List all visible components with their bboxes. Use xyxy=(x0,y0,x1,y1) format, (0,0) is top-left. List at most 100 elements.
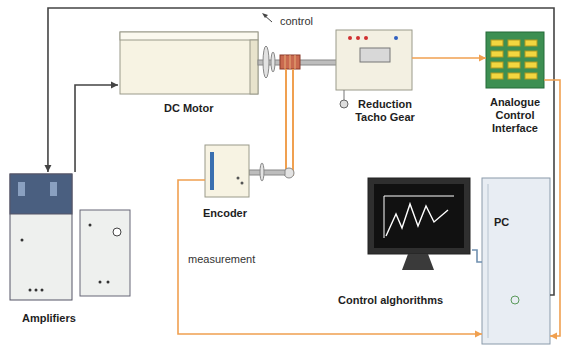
interface-board-part xyxy=(491,73,503,79)
connector xyxy=(178,180,482,338)
amplifier-node: Amplifiers xyxy=(8,172,134,300)
device-label: Reduction Tacho Gear xyxy=(350,98,420,124)
dc-motor-drawing xyxy=(120,32,258,94)
monitor-node: Control alghorithms xyxy=(366,176,472,266)
device-label: Analogue Control Interface xyxy=(484,96,546,135)
pc-node: PC xyxy=(482,178,550,344)
encoder-drawing-part xyxy=(237,177,240,180)
tacho-gear-drawing-part xyxy=(364,36,368,40)
arrow-head xyxy=(44,165,51,172)
amplifier-units-part xyxy=(50,182,57,196)
device-label: Encoder xyxy=(203,207,247,220)
pc-tower-part xyxy=(482,178,550,344)
shaft-and-coupling-part xyxy=(271,52,275,72)
device-label: Amplifiers xyxy=(22,312,76,325)
pc-tower xyxy=(482,178,550,344)
monitor-drawing-part xyxy=(374,184,464,248)
interface-board-part xyxy=(508,40,520,46)
drive-belt-part xyxy=(285,69,287,170)
signal-label: measurement xyxy=(186,253,257,266)
drive-belt xyxy=(249,69,294,181)
connector xyxy=(75,81,118,172)
interface-board-part xyxy=(525,62,537,68)
signal-label: control xyxy=(278,15,315,28)
shaft-and-coupling-part xyxy=(290,55,291,69)
connector-line xyxy=(178,180,482,334)
amplifier-units-part xyxy=(35,289,38,292)
connector-line xyxy=(48,8,554,295)
dc-motor-drawing-part xyxy=(120,32,258,94)
tacho-gear-drawing-part xyxy=(344,90,345,100)
control-leader-part xyxy=(262,13,268,18)
amplifier-units-part xyxy=(80,210,130,296)
connector-line xyxy=(544,80,560,336)
amplifier-units-part xyxy=(41,289,44,292)
amplifier-units-part xyxy=(10,174,72,300)
device-label: DC Motor xyxy=(164,102,214,115)
interface-board-part xyxy=(486,32,544,88)
tacho-node: Reduction Tacho Gear xyxy=(336,30,412,90)
interface-board-part xyxy=(508,73,520,79)
arrow-head xyxy=(550,333,557,340)
tacho-gear-drawing-part xyxy=(348,36,352,40)
encoder-node: Encoder xyxy=(205,145,249,197)
arrow-head xyxy=(479,54,486,61)
amplifier-units-part xyxy=(107,281,110,284)
encoder-drawing xyxy=(205,145,249,197)
tacho-gear-drawing-part xyxy=(336,30,412,90)
shaft-and-coupling-part xyxy=(280,55,300,69)
amplifier-units-part xyxy=(113,228,121,236)
encoder-drawing-part xyxy=(210,152,214,190)
monitor-drawing xyxy=(368,178,470,270)
interface-board-part xyxy=(491,40,503,46)
interface-board-part xyxy=(525,51,537,57)
connector-line xyxy=(472,250,482,262)
device-label: PC xyxy=(494,216,509,229)
tacho-gear-drawing-part xyxy=(394,36,398,40)
device-label: Control alghorithms xyxy=(338,294,443,307)
encoder-drawing-part xyxy=(241,182,244,185)
interface-board-part xyxy=(525,73,537,79)
dc-motor-drawing-part xyxy=(120,32,258,40)
amplifier-units xyxy=(10,174,130,300)
amplifier-units-part xyxy=(10,174,72,214)
shaft-and-coupling-part xyxy=(263,46,269,78)
amplifier-units-part xyxy=(99,281,102,284)
pc-tower-part xyxy=(511,296,519,304)
drive-belt-part xyxy=(292,69,294,176)
amplifier-units-part xyxy=(89,224,92,227)
drive-belt-part xyxy=(249,170,285,175)
shaft-and-coupling xyxy=(258,46,338,78)
tacho-gear-drawing xyxy=(336,30,412,108)
interface-board-part xyxy=(525,40,537,46)
encoder-drawing-part xyxy=(205,145,249,197)
dc-motor-drawing-part xyxy=(250,40,258,94)
pc-tower-part xyxy=(488,184,489,338)
connector xyxy=(544,80,560,340)
connector xyxy=(412,54,486,61)
monitor-drawing-part xyxy=(384,196,454,238)
amplifier-units-part xyxy=(18,182,25,196)
connector-line xyxy=(412,57,486,59)
tacho-gear-drawing-part xyxy=(360,48,390,62)
monitor-drawing-part xyxy=(402,254,434,270)
amplifier-units-part xyxy=(29,289,32,292)
shaft-and-coupling-part xyxy=(295,55,296,69)
control-leader xyxy=(262,13,272,22)
monitor-drawing-part xyxy=(368,178,470,254)
connector xyxy=(44,8,554,295)
arrow-head xyxy=(475,331,482,338)
shaft-and-coupling-part xyxy=(285,55,286,69)
connector-line xyxy=(75,85,118,172)
interface-board xyxy=(486,32,544,88)
connector xyxy=(472,250,482,262)
monitor-drawing-part xyxy=(386,204,448,236)
interface-board-part xyxy=(491,51,503,57)
amplifier-units-part xyxy=(21,239,24,242)
motor-node: DC Motor xyxy=(118,32,260,96)
drive-belt-part xyxy=(260,163,264,181)
tacho-gear-drawing-part xyxy=(356,36,360,40)
